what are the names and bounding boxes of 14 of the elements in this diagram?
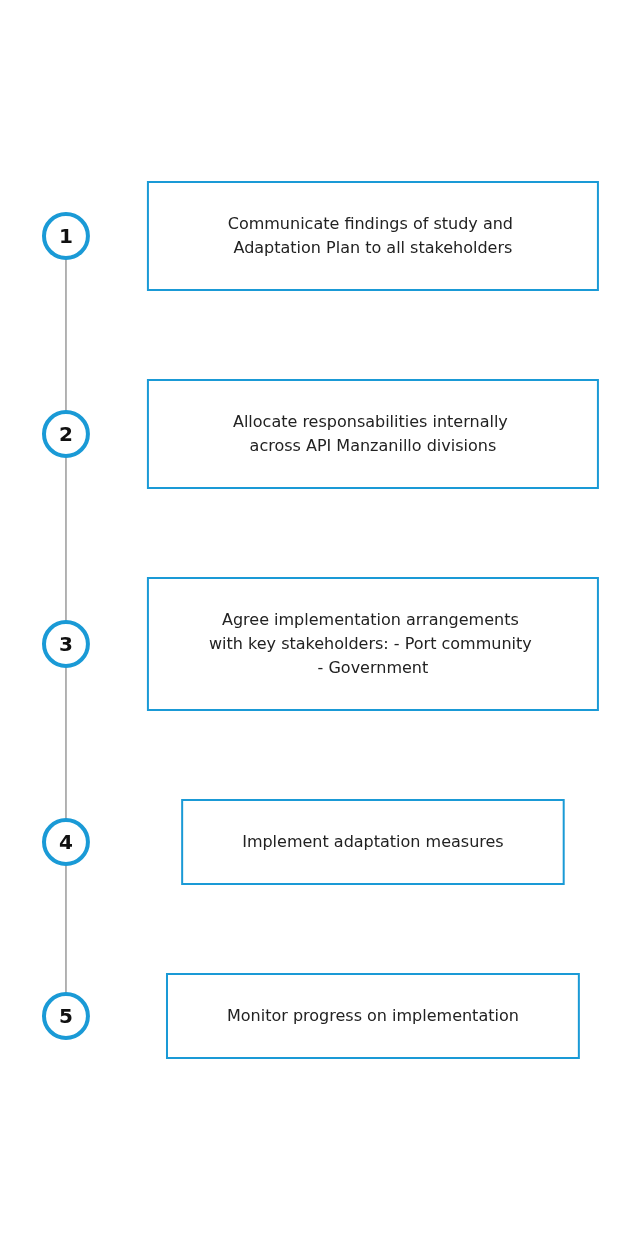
node-box: Communicate findings of study and Adaptation Plan to all stakeholders <box>146 181 599 291</box>
node-box: Allocate responsabilities internally across API Manzanillo divisions <box>146 379 599 489</box>
node-box: Monitor progress on implementation <box>165 973 580 1059</box>
node-box: Implement adaptation measures <box>180 799 565 885</box>
connector <box>64 665 67 821</box>
node-circle: 3 <box>41 620 90 668</box>
node-circle: 5 <box>41 992 90 1040</box>
node-circle: 2 <box>41 410 90 458</box>
node-box: Agree implementation arrangements with key stakeholders: - Port community - Government <box>146 577 599 711</box>
connector <box>64 863 67 995</box>
connector <box>64 455 67 623</box>
node-circle: 1 <box>41 212 90 260</box>
connector <box>64 257 67 413</box>
node-circle: 4 <box>41 818 90 866</box>
